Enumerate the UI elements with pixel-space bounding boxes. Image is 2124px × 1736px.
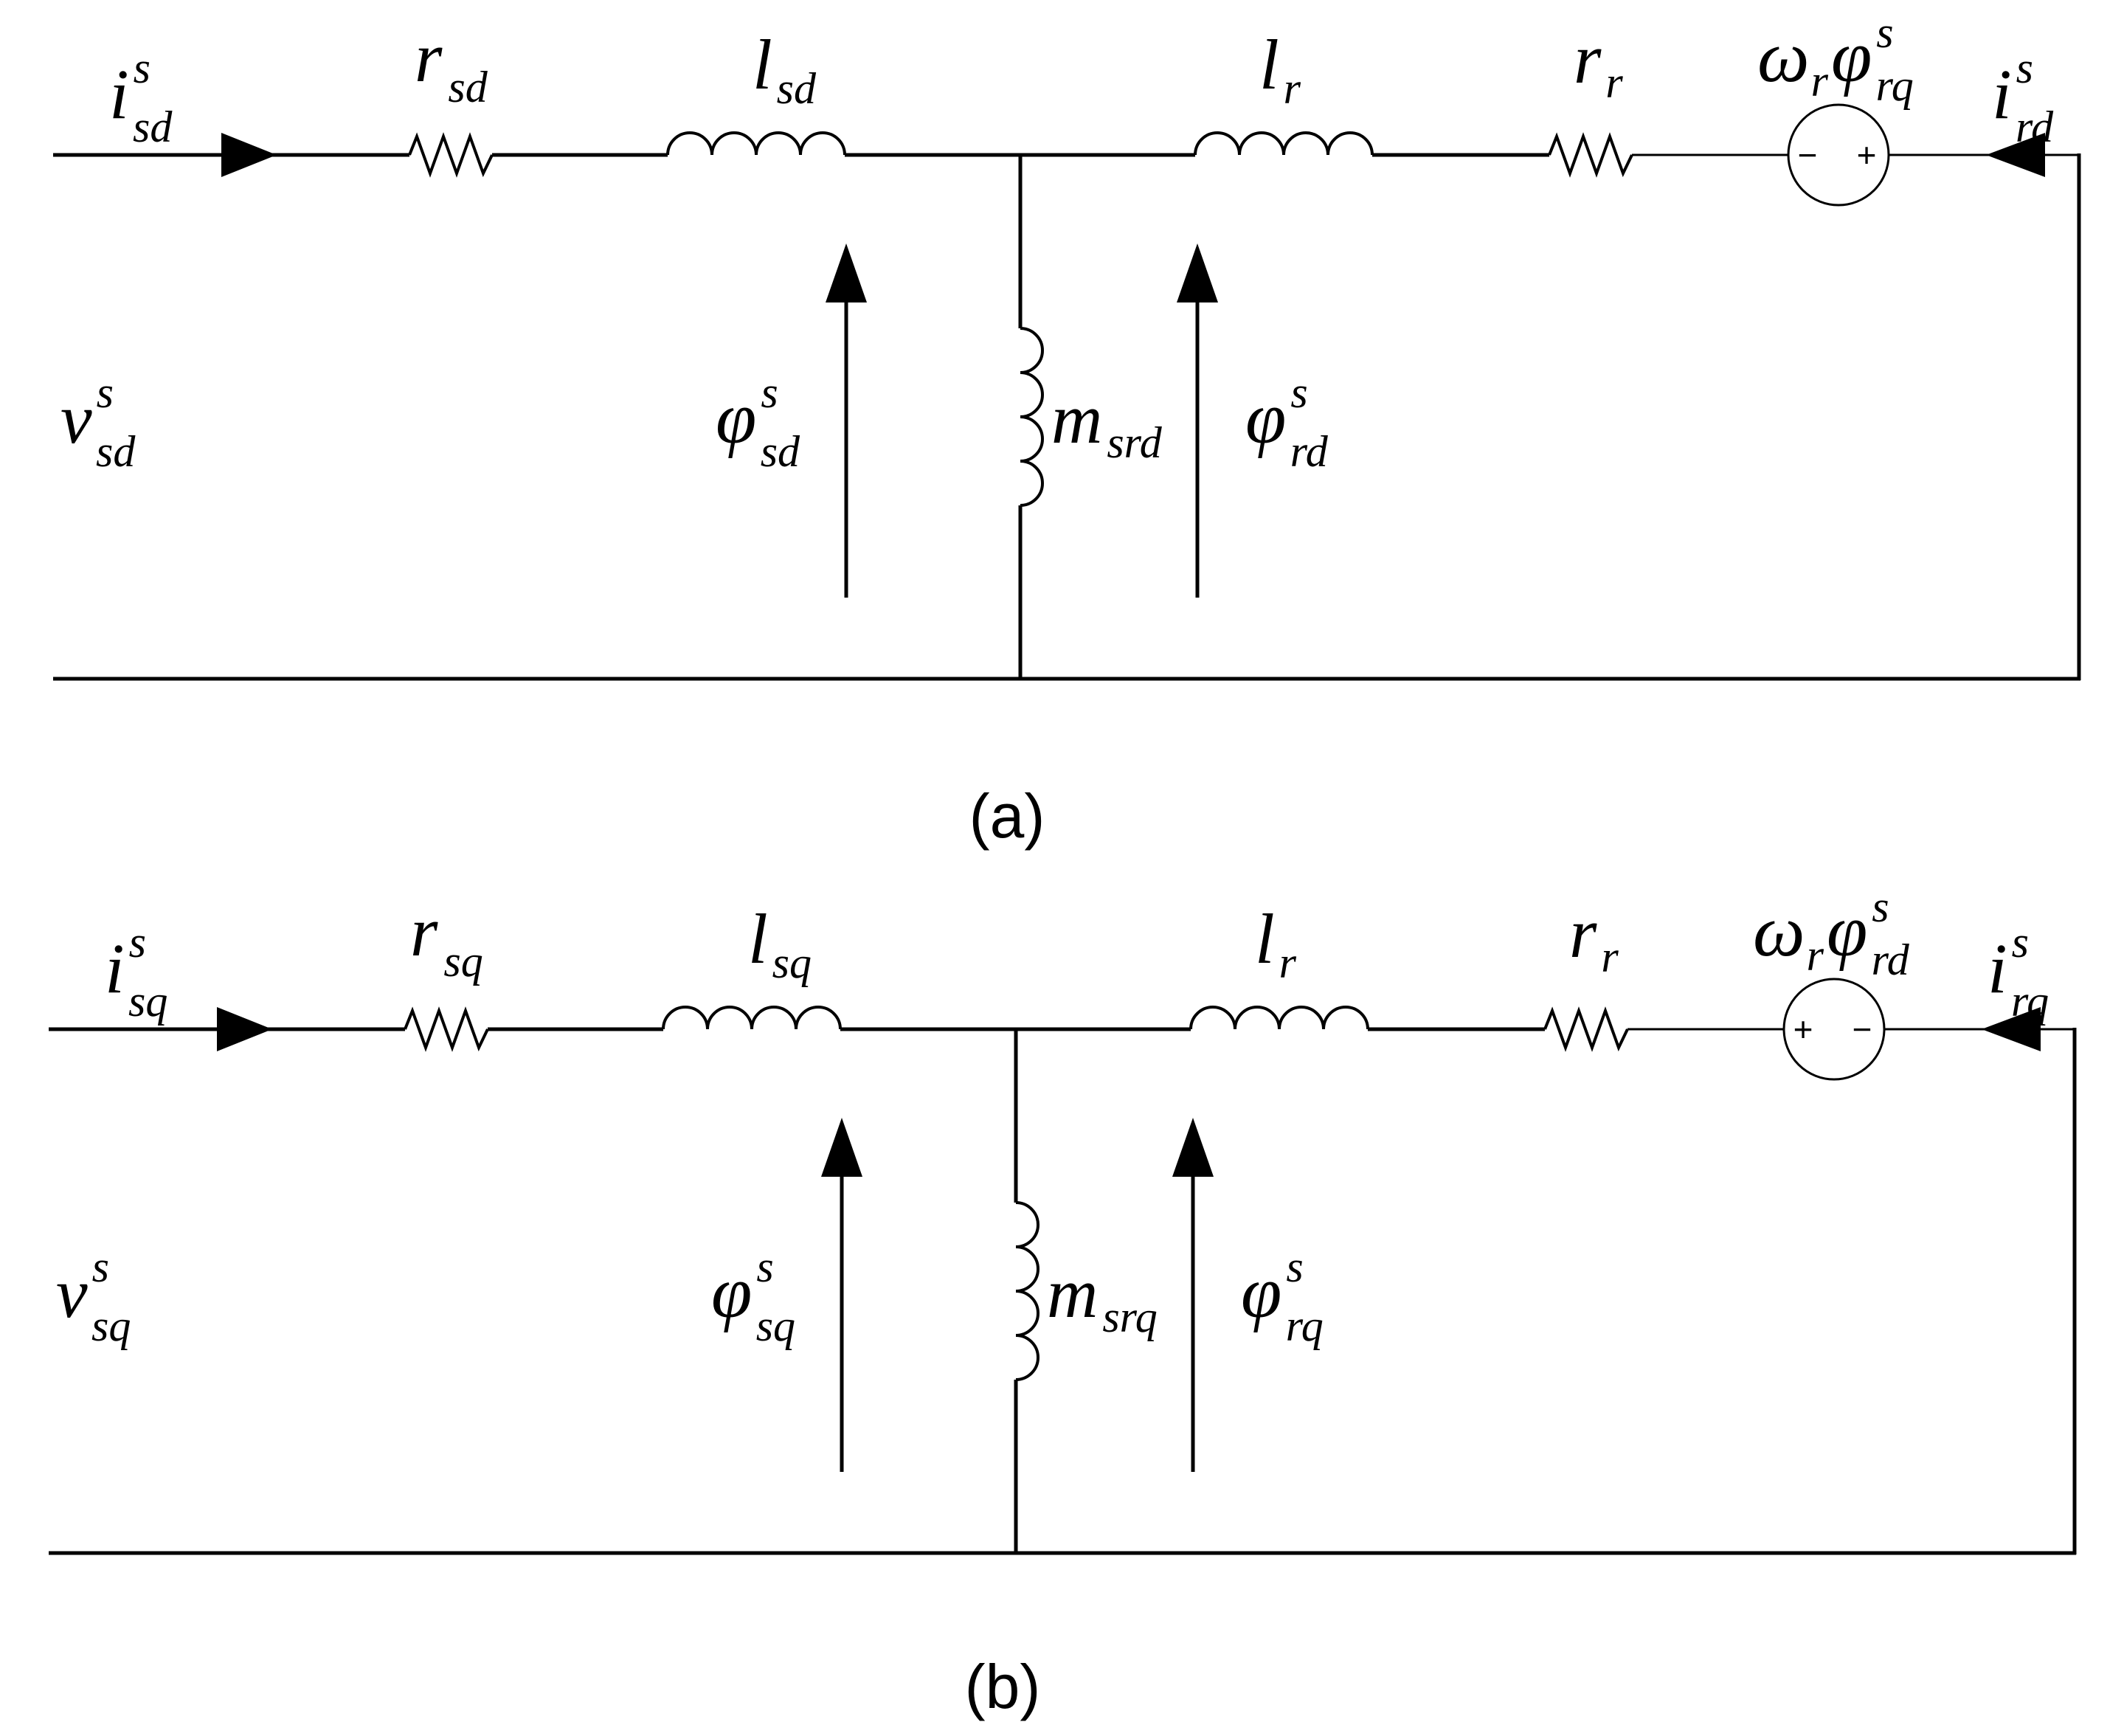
rotor-resistor-icon [1543, 1006, 1629, 1052]
stator-current-arrow-icon [217, 1007, 272, 1051]
stator-current-arrow-icon [221, 133, 277, 177]
voltage-source-icon [1782, 978, 1886, 1081]
rotor-current-arrow-icon [1986, 133, 2045, 177]
stator-inductor-icon [662, 1006, 842, 1030]
source-left-sign: + [1793, 1010, 1813, 1048]
stator-resistor-icon [404, 1006, 489, 1052]
magnetizing-inductor-icon [1015, 1201, 1039, 1381]
rotor-current-arrow-icon [1982, 1007, 2041, 1051]
rotor-inductor-icon [1194, 131, 1374, 156]
caption-a: (a) [969, 781, 1045, 851]
magnetizing-inductor-icon [1020, 327, 1044, 507]
stator-flux-arrow-icon [821, 1118, 862, 1177]
voltage-source-icon [1787, 103, 1890, 207]
source-right-sign: − [1853, 1010, 1872, 1048]
stator-inductor-icon [666, 131, 846, 156]
stator-flux-arrow-icon [826, 243, 867, 302]
rotor-flux-arrow-icon [1172, 1118, 1214, 1177]
caption-b: (b) [965, 1652, 1041, 1721]
rotor-inductor-icon [1189, 1006, 1369, 1030]
rotor-flux-arrow-icon [1177, 243, 1218, 302]
stator-resistor-icon [408, 132, 494, 178]
source-right-sign: + [1857, 136, 1877, 174]
source-left-sign: − [1798, 136, 1818, 174]
rotor-resistor-icon [1548, 132, 1633, 178]
